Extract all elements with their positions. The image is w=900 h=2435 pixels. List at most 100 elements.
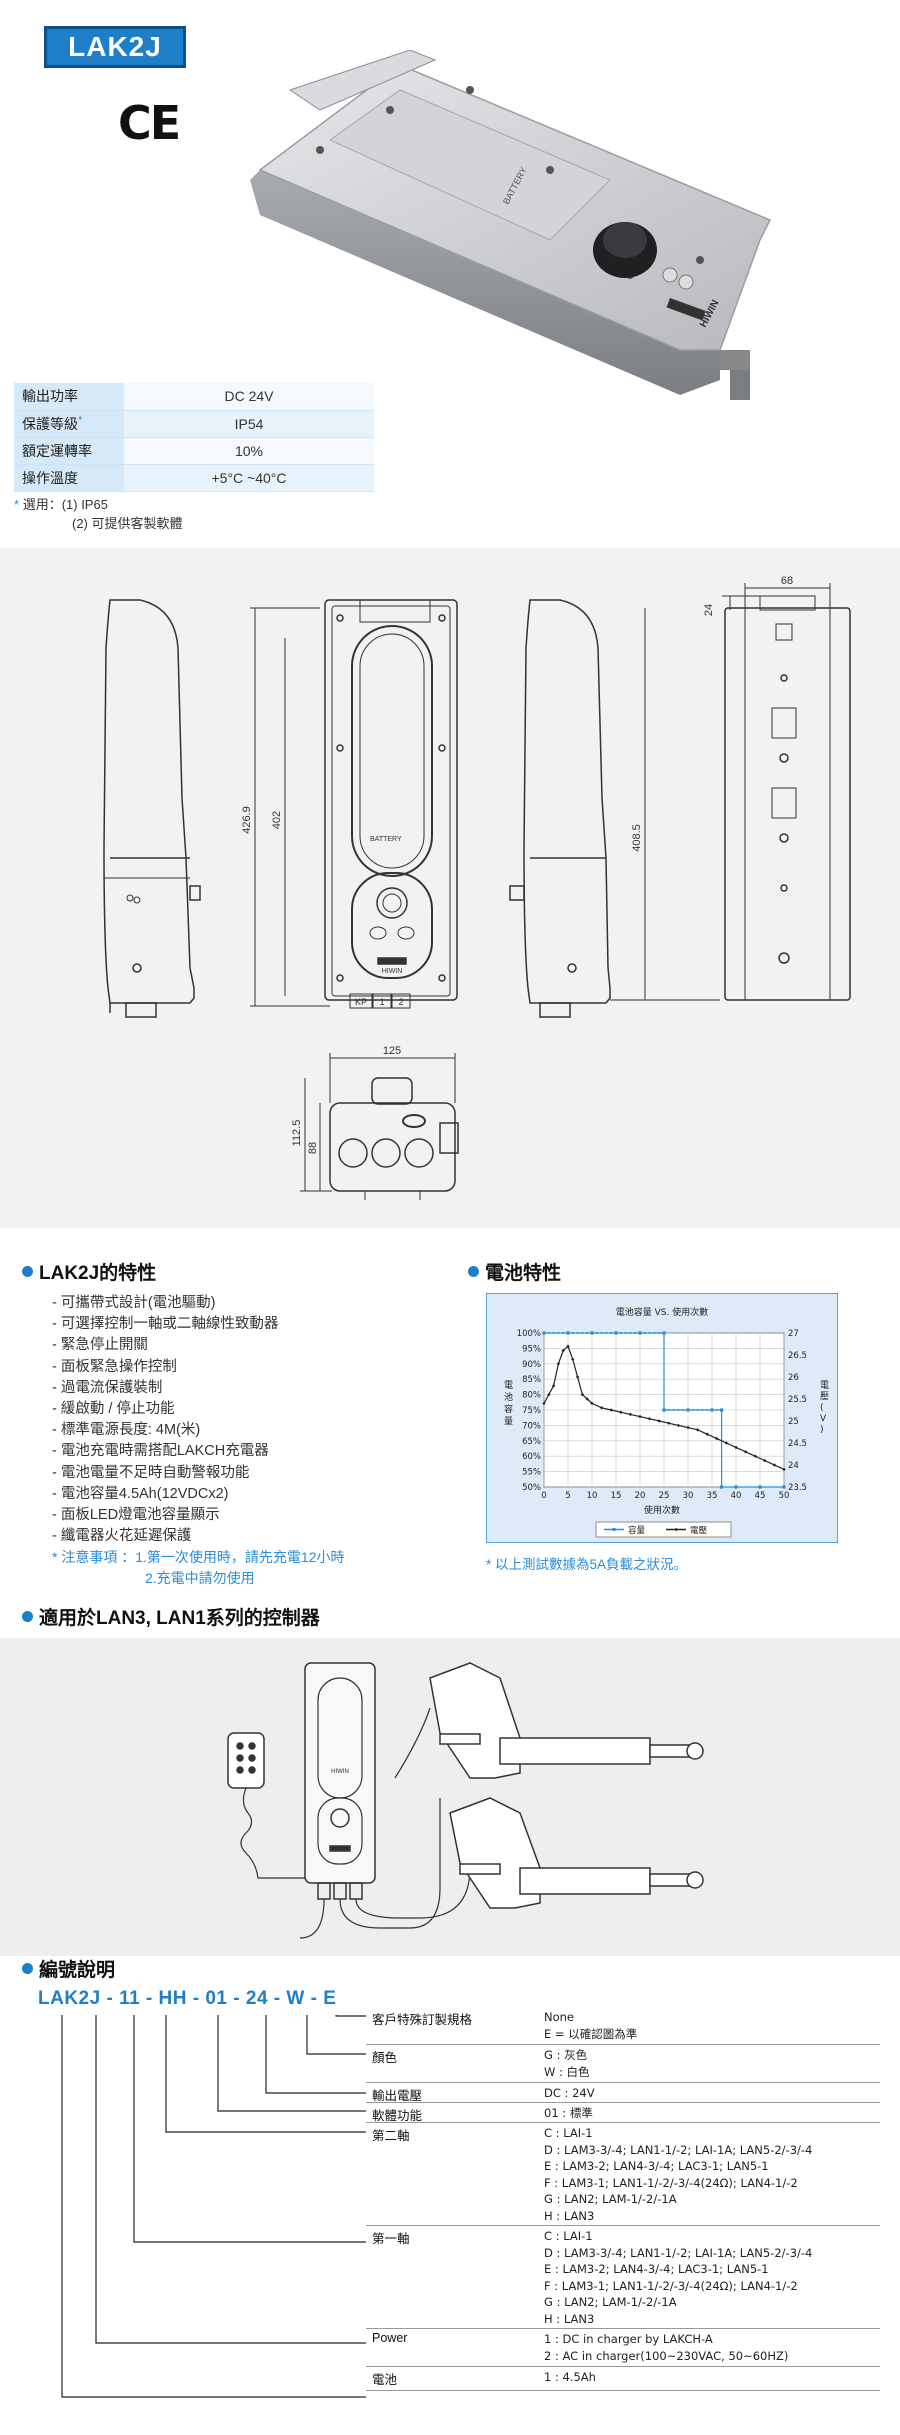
order-value-line: None <box>544 2010 575 2024</box>
chart-title: 電池容量 VS. 使用次數 <box>616 1306 708 1318</box>
technical-drawing: 426.9 402 BATTERY HIWIN KP 1 2 408.5 <box>103 575 851 1200</box>
order-values: C : LAI-1 D : LAM3-3/-4; LAN1-1/-2; LAI-… <box>538 2226 880 2328</box>
data-point-capacity <box>619 1332 622 1334</box>
y-right-tick-label: 24.5 <box>788 1439 807 1449</box>
order-label: 客戶特殊訂製規格 <box>372 2013 473 2027</box>
data-point-capacity <box>667 1409 670 1411</box>
order-values: C : LAI-1 D : LAM3-3/-4; LAN1-1/-2; LAI-… <box>538 2123 880 2225</box>
bullet-icon <box>22 1963 33 1974</box>
order-value-line: F : LAM3-1; LAN1-1/-2/-3/-4(24Ω); LAN4-1… <box>544 2278 798 2293</box>
ce-mark: CE <box>118 96 181 150</box>
y-right-tick-label: 25.5 <box>788 1395 807 1405</box>
y-right-tick-label: 26 <box>788 1373 799 1383</box>
drawing-battery-label: BATTERY <box>370 836 402 843</box>
data-point-capacity <box>571 1332 574 1334</box>
bottom-dims <box>300 1053 456 1192</box>
order-value-line: C : LAI-1 <box>544 2126 593 2140</box>
y-left-tick-label: 85% <box>522 1375 541 1385</box>
order-label: 輸出電壓 <box>372 2089 423 2103</box>
y-left-tick-label: 60% <box>522 1452 541 1462</box>
spec-value: +5°C ~40°C <box>124 464 374 492</box>
order-values: 1 : 4.5Ah <box>538 2367 880 2390</box>
table-row: 軟體功能 01 : 標準 <box>366 2103 880 2123</box>
y-right-axis-label-char: V <box>820 1414 827 1424</box>
handset-icon <box>227 1732 310 1879</box>
spec-key: 額定運轉率 <box>14 437 124 465</box>
front-view <box>324 599 458 1009</box>
y-left-tick-label: 65% <box>522 1437 541 1447</box>
port-label-kp: KP <box>355 997 367 1007</box>
controller-icon <box>304 1662 376 1900</box>
data-point-capacity <box>677 1409 680 1411</box>
spec-key: 保護等級* <box>14 410 124 438</box>
x-tick-label: 5 <box>565 1491 570 1501</box>
spec-row: 輸出功率 DC 24V <box>14 383 374 411</box>
data-point-capacity <box>643 1332 646 1334</box>
order-value-line: G : LAN2; LAM-1/-2/-1A <box>544 2192 677 2206</box>
dim-width-bottom: 125 <box>383 1045 401 1057</box>
data-point-capacity <box>682 1409 685 1411</box>
application-diagram: HIWIN <box>227 1662 704 1939</box>
legend-label-capacity: 容量 <box>628 1525 646 1536</box>
port-label-1: 1 <box>379 997 384 1007</box>
data-point-voltage <box>724 1441 729 1445</box>
table-row: 電池 1 : 4.5Ah <box>366 2367 880 2391</box>
bottom-view <box>329 1077 459 1200</box>
battery-title-text: 電池特性 <box>485 1263 562 1284</box>
list-item: 電池電量不足時自動警報功能 <box>52 1463 278 1484</box>
x-tick-label: 10 <box>587 1491 598 1501</box>
data-point-capacity <box>687 1409 689 1411</box>
data-point-capacity <box>758 1485 762 1489</box>
list-item: 可攜帶式設計(電池驅動) <box>52 1293 278 1314</box>
spec-note-line1: 選用：(1) IP65 <box>22 497 108 512</box>
y-left-axis-label-char: 容 <box>504 1403 513 1415</box>
list-item: 緩啟動 / 停止功能 <box>52 1399 278 1420</box>
order-value-line: E : LAM3-2; LAN4-3/-4; LAC3-1; LAN5-1 <box>544 2159 769 2173</box>
table-row: 第一軸 C : LAI-1 D : LAM3-3/-4; LAN1-1/-2; … <box>366 2226 880 2329</box>
data-point-capacity <box>663 1332 665 1334</box>
y-right-tick-label: 23.5 <box>788 1483 807 1493</box>
order-value-line: 1 : DC in charger by LAKCH-A <box>544 2332 713 2346</box>
ordering-title-text: 編號說明 <box>39 1960 116 1981</box>
data-point-capacity <box>629 1332 632 1334</box>
caution-line2: 2.充電中請勿使用 <box>145 1570 255 1586</box>
spec-row: 額定運轉率 10% <box>14 437 374 465</box>
y-right-tick-label: 24 <box>788 1461 799 1471</box>
order-value-line: D : LAM3-3/-4; LAN1-1/-2; LAI-1A; LAN5-2… <box>544 2142 813 2157</box>
dim-height-body: 402 <box>271 811 283 829</box>
y-right-axis-label-char: ) <box>820 1425 824 1435</box>
order-value-line: G : LAN2; LAM-1/-2/-1A <box>544 2295 677 2309</box>
controller-brand: HIWIN <box>331 1769 349 1775</box>
data-point-capacity <box>576 1332 579 1334</box>
spec-note: * 選用：(1) IP65 (2) 可提供客製軟體 <box>14 495 183 533</box>
order-value-line: H : LAN3 <box>544 2311 595 2326</box>
y-left-axis-label-char: 量 <box>504 1416 513 1427</box>
data-point-voltage <box>542 1401 546 1406</box>
data-point-capacity <box>711 1409 713 1411</box>
spec-key: 輸出功率 <box>14 383 124 411</box>
order-code: LAK2J - 11 - HH - 01 - 24 - W - E <box>38 1988 337 2009</box>
data-point-capacity <box>581 1332 584 1334</box>
bullet-icon <box>22 1611 33 1622</box>
y-left-tick-label: 55% <box>522 1468 541 1478</box>
caution-line1: 1.第一次使用時，請先充電12小時 <box>135 1549 345 1565</box>
product-photo: BATTERY HIWIN <box>250 50 772 400</box>
order-value-line: W : 白色 <box>544 2064 590 2079</box>
data-point-capacity <box>663 1409 665 1411</box>
list-item: 面板緊急操作控制 <box>52 1357 278 1378</box>
y-right-tick-label: 25 <box>788 1417 799 1427</box>
data-point-capacity <box>715 1409 718 1411</box>
x-tick-label: 35 <box>707 1491 718 1501</box>
x-tick-label: 50 <box>779 1491 790 1501</box>
bullet-icon <box>22 1266 33 1277</box>
data-point-capacity <box>586 1332 589 1334</box>
order-value-line: D : LAM3-3/-4; LAN1-1/-2; LAI-1A; LAN5-2… <box>544 2245 813 2260</box>
x-tick-label: 25 <box>659 1491 670 1501</box>
caution-note: * 注意事項 ：1.第一次使用時，請先充電12小時 2.充電中請勿使用 <box>52 1547 344 1589</box>
x-tick-label: 15 <box>611 1491 622 1501</box>
